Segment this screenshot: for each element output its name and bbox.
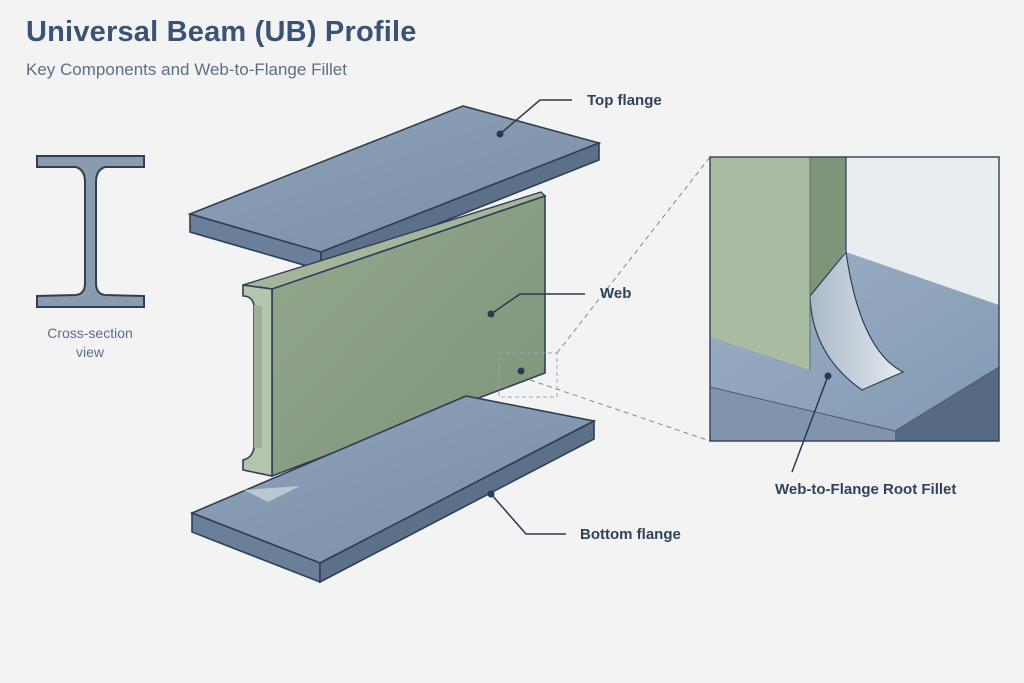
leader-dots	[487, 130, 832, 498]
label-bottom-flange: Bottom flange	[580, 526, 681, 543]
zoom-connector-bottom	[529, 379, 711, 442]
diagram-title: Universal Beam (UB) Profile	[26, 16, 417, 48]
leader-lines	[490, 99, 829, 535]
cross-section-caption: Cross-section view	[30, 324, 150, 362]
diagram-subtitle: Key Components and Web-to-Flange Fillet	[26, 60, 347, 79]
label-web: Web	[600, 285, 632, 302]
label-root-fillet: Web-to-Flange Root Fillet	[775, 481, 957, 498]
label-top-flange: Top flange	[587, 92, 662, 109]
detail-region-box	[498, 352, 558, 398]
zoom-detail-panel	[709, 156, 1000, 442]
zoom-connector-top	[556, 156, 711, 354]
cross-section-caption-line2: view	[75, 344, 104, 360]
cross-section-shape	[36, 155, 145, 308]
web-plate	[242, 191, 547, 478]
cross-section-caption-line1: Cross-section	[47, 325, 133, 341]
bottom-flange	[189, 395, 597, 584]
